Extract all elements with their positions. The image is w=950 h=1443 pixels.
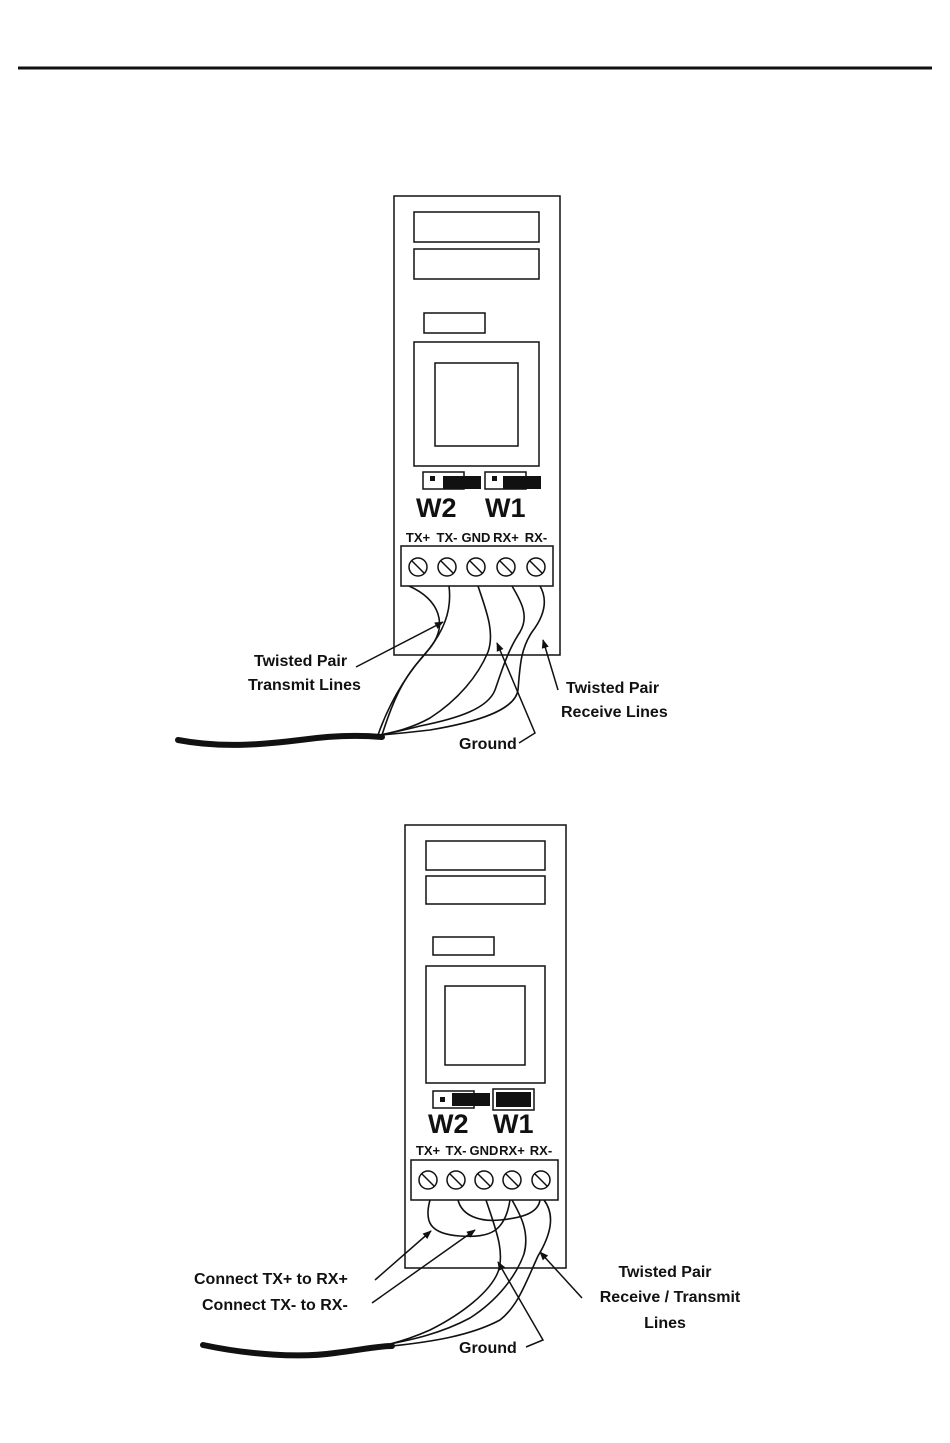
diagram-1: W2 W1 TX+ TX- GND RX+ RX- Twisted Pair: [178, 196, 668, 753]
label-plate-1: [426, 841, 545, 870]
cable: [178, 736, 382, 745]
cable: [203, 1345, 392, 1355]
callout-pair-line2: Receive / Transmit: [600, 1289, 741, 1306]
jumper-label-w1: W1: [493, 1109, 534, 1139]
terminal-block: [401, 546, 553, 586]
jumper-w2: [423, 472, 481, 489]
callout-pair-line3: Lines: [644, 1315, 686, 1332]
diagram-2: W2 W1 TX+ TX- GND RX+ RX- Connect TX+ to: [194, 825, 741, 1357]
screw-terminal-rx-minus: [532, 1171, 550, 1189]
component-outer: [414, 342, 539, 466]
jumper-w1: [493, 1089, 534, 1110]
jumper-w1: [485, 472, 541, 489]
jumper-w2: [433, 1091, 490, 1108]
leader-ground: [497, 643, 535, 743]
jumper-label-w2: W2: [428, 1109, 469, 1139]
terminal-block: [411, 1160, 558, 1200]
callout-ground: Ground: [459, 736, 517, 753]
screw-terminal-tx-plus: [419, 1171, 437, 1189]
terminal-label: TX+: [416, 1143, 441, 1158]
leader-receive: [543, 640, 558, 690]
callout-transmit-line2: Transmit Lines: [248, 677, 361, 694]
component-inner: [435, 363, 518, 446]
terminal-label: TX+: [406, 530, 431, 545]
terminal-label: GND: [462, 530, 491, 545]
callout-connect-2: Connect TX- to RX-: [202, 1297, 348, 1314]
leader-connect-1: [375, 1231, 431, 1280]
component-inner: [445, 986, 525, 1065]
callout-receive-line2: Receive Lines: [561, 704, 668, 721]
label-plate-2: [426, 876, 545, 904]
screw-terminal-rx-plus: [497, 558, 515, 576]
terminal-label: RX+: [493, 530, 519, 545]
terminal-label: RX-: [525, 530, 547, 545]
terminal-label: RX+: [499, 1143, 525, 1158]
label-plate-1: [414, 212, 539, 242]
terminal-label: TX-: [437, 530, 458, 545]
screw-terminal-gnd: [467, 558, 485, 576]
callout-ground: Ground: [459, 1340, 517, 1357]
callout-pair-line1: Twisted Pair: [618, 1264, 711, 1281]
screw-terminal-rx-plus: [503, 1171, 521, 1189]
terminal-label: RX-: [530, 1143, 552, 1158]
screw-terminal-tx-minus: [438, 558, 456, 576]
small-window: [433, 937, 494, 955]
jumper-label-w2: W2: [416, 493, 457, 523]
screw-terminal-rx-minus: [527, 558, 545, 576]
leader-transmit: [356, 622, 443, 667]
callout-connect-1: Connect TX+ to RX+: [194, 1271, 348, 1288]
wires: [378, 586, 544, 735]
callout-receive-line1: Twisted Pair: [566, 680, 659, 697]
small-window: [424, 313, 485, 333]
leader-pair: [540, 1252, 582, 1298]
screw-terminal-gnd: [475, 1171, 493, 1189]
terminal-label: GND: [470, 1143, 499, 1158]
jumper-label-w1: W1: [485, 493, 526, 523]
terminal-label: TX-: [446, 1143, 467, 1158]
leader-ground: [498, 1262, 543, 1347]
screw-terminal-tx-minus: [447, 1171, 465, 1189]
screw-terminal-tx-plus: [409, 558, 427, 576]
callout-transmit-line1: Twisted Pair: [254, 653, 347, 670]
label-plate-2: [414, 249, 539, 279]
leader-connect-2: [372, 1230, 475, 1303]
